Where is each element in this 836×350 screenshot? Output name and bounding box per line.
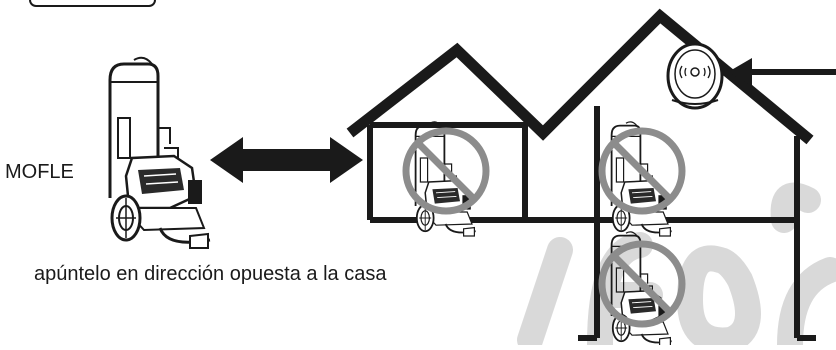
prohibited-icon xyxy=(598,120,686,237)
top-tab xyxy=(29,0,156,7)
alarm-pointer-arrow xyxy=(728,58,836,86)
muffler-label: MOFLE xyxy=(5,161,74,183)
co-alarm-icon xyxy=(666,42,724,110)
prohibited-icon xyxy=(598,230,686,347)
caption-text: apúntelo en dirección opuesta a la casa xyxy=(34,263,387,285)
pressure-washer-icon xyxy=(108,56,212,250)
prohibited-icon xyxy=(402,120,490,237)
double-arrow-icon xyxy=(210,137,363,183)
